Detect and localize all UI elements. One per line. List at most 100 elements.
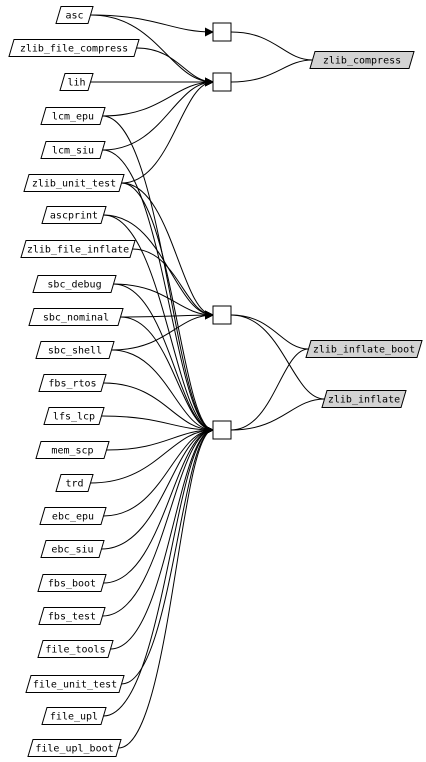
source-shape — [40, 540, 105, 558]
source-node-zlib_file_compress: zlib_file_compress — [8, 39, 140, 57]
edge-zlib_unit_test-j2 — [121, 77, 214, 184]
source-node-file_tools: file_tools — [37, 640, 114, 658]
target-label: zlib_inflate_boot — [313, 345, 415, 356]
source-shape — [38, 374, 107, 392]
edge-sbc_shell-j4 — [111, 349, 214, 435]
target-node-zlib_inflate: zlib_inflate — [321, 390, 407, 408]
source-label: mem_scp — [51, 446, 93, 457]
edge-zlib_file_inflate-j3 — [132, 248, 214, 320]
junction-node-j4 — [212, 420, 232, 440]
edge-file_tools-j4 — [110, 425, 214, 650]
source-node-mem_scp: mem_scp — [35, 441, 110, 459]
source-shape — [32, 275, 117, 293]
source-shape — [39, 507, 107, 525]
source-shape — [55, 474, 94, 492]
edge-trd-j4 — [90, 425, 214, 484]
edge-mem_scp-j4 — [106, 425, 214, 451]
source-shape — [41, 206, 107, 224]
source-shape — [41, 707, 107, 725]
edge-ebc_epu-j4 — [103, 425, 214, 517]
source-shape — [37, 574, 107, 592]
source-shape — [40, 141, 106, 159]
edge-lcm_epu-j2 — [102, 77, 214, 117]
source-node-zlib_file_inflate: zlib_file_inflate — [20, 240, 136, 258]
source-shape — [20, 240, 136, 258]
source-shape — [35, 441, 110, 459]
source-shape — [37, 640, 114, 658]
source-node-lfs_lcp: lfs_lcp — [43, 407, 105, 425]
source-node-lcm_siu: lcm_siu — [40, 141, 106, 159]
edge-zlib_unit_test-j3 — [121, 182, 214, 320]
edge-asc-j1 — [90, 14, 214, 37]
source-shape — [8, 39, 140, 57]
source-label: sbc_nominal — [43, 313, 109, 324]
edges-layer — [90, 14, 325, 749]
source-node-file_unit_test: file_unit_test — [25, 675, 125, 693]
source-node-fbs_rtos: fbs_rtos — [38, 374, 107, 392]
source-node-file_upl_boot: file_upl_boot — [27, 739, 122, 757]
target-shape — [305, 340, 423, 358]
source-shape — [35, 341, 115, 359]
target-label: zlib_inflate — [328, 395, 400, 406]
source-label: lcm_epu — [52, 112, 94, 123]
nodes-layer: asczlib_file_compresslihlcm_epulcm_siuzl… — [8, 6, 423, 757]
source-shape — [27, 739, 122, 757]
target-label: zlib_compress — [323, 56, 401, 67]
source-label: sbc_shell — [48, 346, 102, 357]
source-label: fbs_test — [48, 612, 96, 623]
edge-file_unit_test-j4 — [121, 425, 214, 685]
source-shape — [59, 73, 94, 91]
source-label: file_upl — [50, 712, 98, 723]
edge-j2-zlib_compress — [230, 59, 313, 83]
source-label: ebc_siu — [51, 545, 93, 556]
source-label: fbs_boot — [48, 579, 96, 590]
edge-j3-zlib_inflate — [230, 314, 325, 400]
edge-sbc_debug-j4 — [113, 283, 214, 435]
source-label: lih — [67, 78, 85, 89]
edge-zlib_file_compress-j2 — [136, 47, 214, 87]
edge-fbs_rtos-j4 — [103, 382, 214, 435]
junction-node-j3 — [212, 305, 232, 325]
source-shape — [38, 607, 106, 625]
source-label: sbc_debug — [47, 280, 101, 291]
source-node-sbc_debug: sbc_debug — [32, 275, 117, 293]
source-label: zlib_unit_test — [32, 179, 116, 190]
edge-fbs_boot-j4 — [103, 425, 214, 584]
source-shape — [43, 407, 105, 425]
target-node-zlib_compress: zlib_compress — [309, 51, 415, 69]
edge-lfs_lcp-j4 — [101, 415, 214, 435]
target-node-zlib_inflate_boot: zlib_inflate_boot — [305, 340, 423, 358]
source-node-file_upl: file_upl — [41, 707, 107, 725]
edge-ascprint-j4 — [103, 214, 214, 435]
edge-lcm_siu-j2 — [102, 77, 214, 151]
source-node-sbc_shell: sbc_shell — [35, 341, 115, 359]
edge-fbs_test-j4 — [102, 425, 214, 617]
source-label: fbs_rtos — [48, 379, 96, 390]
source-node-trd: trd — [55, 474, 94, 492]
edge-file_upl_boot-j4 — [118, 425, 214, 749]
edge-j4-zlib_inflate_boot — [230, 348, 309, 431]
source-node-fbs_boot: fbs_boot — [37, 574, 107, 592]
target-shape — [309, 51, 415, 69]
source-node-ascprint: ascprint — [41, 206, 107, 224]
source-shape — [40, 107, 106, 125]
source-node-lcm_epu: lcm_epu — [40, 107, 106, 125]
source-node-fbs_test: fbs_test — [38, 607, 106, 625]
edge-j3-zlib_inflate_boot — [230, 314, 309, 350]
edge-sbc_debug-j3 — [113, 283, 214, 320]
source-label: asc — [65, 11, 83, 22]
source-label: file_tools — [45, 645, 105, 656]
edge-file_upl-j4 — [103, 425, 214, 717]
source-node-asc: asc — [55, 6, 94, 24]
source-node-sbc_nominal: sbc_nominal — [28, 308, 124, 326]
junction-node-j2 — [212, 72, 232, 92]
source-label: lfs_lcp — [53, 412, 95, 423]
source-shape — [55, 6, 94, 24]
source-shape — [23, 174, 125, 192]
edge-sbc_shell-j3 — [111, 310, 214, 351]
edge-j1-zlib_compress — [230, 31, 313, 61]
source-shape — [25, 675, 125, 693]
source-label: trd — [65, 479, 83, 490]
